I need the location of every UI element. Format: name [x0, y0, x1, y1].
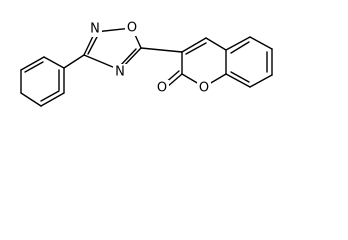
phenyl-ring [20, 56, 65, 107]
bond-double-inner [87, 34, 99, 55]
bond [249, 74, 273, 88]
atom-o: O [199, 81, 209, 96]
atom-n: N [90, 22, 100, 37]
bond-double-inner [230, 41, 250, 54]
bond-carbonyl [166, 73, 183, 88]
bond [205, 37, 227, 51]
bond [20, 92, 42, 107]
bond [40, 92, 65, 107]
bond-oxadiazole-coumarin [140, 47, 183, 53]
molecule-structure: N O N O O [20, 20, 273, 107]
bond [181, 37, 207, 53]
benzo-ring [225, 36, 273, 88]
bond-double-inner [119, 48, 137, 67]
atom-label-n4: N [113, 64, 127, 80]
atom-label-carbonyl-o: O [155, 80, 169, 96]
bond-double-inner [40, 90, 60, 102]
bond [20, 56, 45, 71]
atom-label-o1: O [125, 20, 139, 36]
atom-label-ring-o: O [197, 80, 211, 96]
bond-phenyl-oxadiazole [63, 54, 85, 69]
atom-o: O [127, 21, 137, 36]
atom-o: O [157, 81, 167, 96]
bond [249, 36, 273, 50]
bond [43, 56, 65, 69]
atom-n: N [115, 65, 125, 80]
bond [225, 36, 251, 51]
bond-double-inner [24, 61, 44, 73]
bond-double-inner [230, 71, 250, 83]
atom-label-n2: N [88, 21, 102, 37]
bond [225, 73, 251, 88]
bond-double-inner [185, 42, 207, 55]
